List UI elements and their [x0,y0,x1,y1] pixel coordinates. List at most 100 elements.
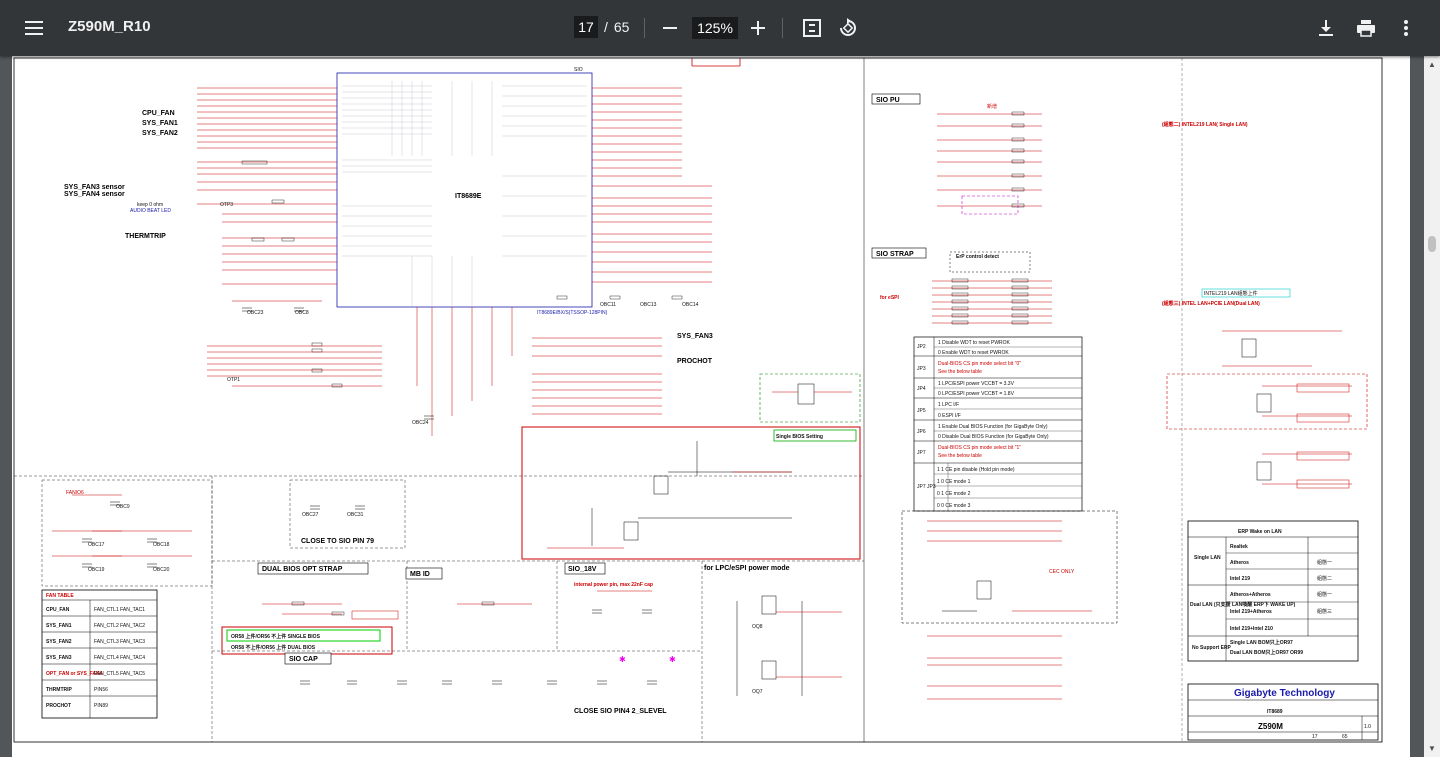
jp-desc: 0 0 CE mode 3 [937,503,971,509]
jp-label: JP2 [917,344,926,350]
erp-detect-label: ErP control detect [956,254,999,260]
fan-table-row-name: OPT_FAN or SYS_FAN4 [46,671,103,677]
pdf-toolbar: Z590M_R10 / 65 [0,0,1440,56]
fan-table-row-name: CPU_FAN [46,607,70,613]
svg-text:OTP1: OTP1 [227,377,240,383]
erp-item: Atheros [1230,560,1249,566]
jp-desc: 1 0 CE mode 1 [937,479,971,485]
fan-table-row-name: THRMTRIP [46,687,72,693]
sheet-total: 65 [1342,734,1348,740]
total-pages: 65 [613,19,630,35]
erp-item: Single LAN BOM只上OR97 [1230,639,1293,646]
svg-text:✱: ✱ [619,655,626,664]
sio-strap-label: SIO STRAP [876,251,914,258]
erp-state: 組態二 [1317,575,1332,582]
print-icon[interactable] [1354,16,1378,40]
fan-table-row-name: SYS_FAN2 [46,639,72,645]
jp-desc: 1 Disable WDT to reset PWROK [938,340,1011,346]
fan-table-row-name: SYS_FAN1 [46,623,72,629]
scroll-down-arrow-icon[interactable]: ▼ [1428,744,1436,753]
erp-item: Intel 219+Atheros [1230,609,1272,615]
jp-desc: Dual-BIOS CS pin mode select bit "0" [938,361,1021,367]
svg-text:OQ8: OQ8 [752,624,763,630]
download-icon[interactable] [1314,16,1338,40]
vertical-scrollbar[interactable]: ▲ ▼ [1424,56,1440,757]
plus-icon[interactable] [746,16,770,40]
mb-id-label: MB ID [410,571,430,578]
jp-desc: 1 1 CE pin disable (Hold pin mode) [937,467,1015,473]
erp-item: Realtek [1230,544,1248,550]
svg-text:OBC19: OBC19 [88,567,105,573]
sys-fan3-label: SYS_FAN3 [677,333,713,340]
fan-table-row-pins: PIN56 [94,687,108,693]
close-sio-pin4: CLOSE SIO PIN4 2_SLEVEL [574,708,667,715]
svg-text:OBC8: OBC8 [295,310,309,316]
hamburger-menu-icon[interactable] [22,16,46,40]
jp-label: JP7 [917,450,926,456]
svg-text:OBC14: OBC14 [682,302,699,308]
page-selector: / 65 [574,16,629,38]
fan-table: FAN TABLE CPU_FAN FAN_CTL1 FAN_TAC1 SYS_… [41,589,158,719]
jp-label: JP5 [917,408,926,414]
fit-to-page-icon[interactable] [800,16,824,40]
intel219-lan-label: INTEL219 LAN組態上件 [1204,290,1258,297]
chip-name: IT8689E [455,193,482,200]
fan-table-row-pins: FAN_CTL1 FAN_TAC1 [94,607,145,613]
audio-beat-label: AUDIO BEAT LED [130,208,171,214]
page-number-input[interactable] [574,16,598,38]
sio-cap-label: SIO CAP [289,656,318,663]
jp-strap-table: JP2 1 Disable WDT to reset PWROK 0 Enabl… [913,336,1083,512]
erp-table-title: ERP Wake on LAN [1238,529,1282,535]
close-to-sio-label: CLOSE TO SIO PIN 79 [301,538,374,545]
scroll-thumb[interactable] [1428,236,1436,252]
sys-fan3-sensor: SYS_FAN3 sensor [64,184,125,191]
svg-text:FANIO6: FANIO6 [66,490,84,496]
sys-fan1-label: SYS_FAN1 [142,120,178,127]
fan-table-row-name: SYS_FAN3 [46,655,72,661]
erp-state: 組態一 [1317,591,1332,598]
erp-group: Dual LAN (只支援 LAN喚醒 ERP下 WAKE UP) [1190,601,1296,608]
more-vert-icon[interactable] [1394,16,1418,40]
scroll-up-arrow-icon[interactable]: ▲ [1428,60,1436,69]
or58-single: OR58 上件/OR56 不上件 SINGLE BIOS [231,633,321,640]
svg-text:OBC23: OBC23 [247,310,264,316]
zoom-level-input[interactable] [692,17,738,39]
erp-item: Intel 219+Intel 210 [1230,626,1273,632]
lpc-espi-power-label: for LPC/eSPI power mode [704,565,790,572]
svg-text:OBC18: OBC18 [153,542,170,548]
fan-table-row-pins: FAN_CTL4 FAN_TAC4 [94,655,145,661]
erp-item: Atheros+Atheros [1230,592,1271,598]
intel-lan-single: (組態二) INTEL219 LAN( Single LAN) [1162,121,1248,128]
jp-desc: 0 Enable WDT to reset PWROK [938,350,1009,356]
minus-icon[interactable] [658,16,682,40]
chip-part: IT8689E/BX/S(TSSOP-128PIN) [537,310,608,316]
dual-bios-label: DUAL BIOS OPT STRAP [262,566,343,573]
jp-desc: 1 LPC/ESPI power VCCBT = 3.3V [938,381,1015,387]
jp-desc: 0 ESPI I/F [938,413,961,419]
svg-text:OBC27: OBC27 [302,512,319,518]
rev: 1.0 [1364,724,1371,730]
jp-desc: 1 Enable Dual BIOS Function (for GigaByt… [938,424,1048,430]
new-add-label: 新增 [987,103,997,110]
svg-text:OBC11: OBC11 [600,302,616,308]
toolbar-divider [644,18,645,38]
erp-group: No Support ERP [1192,645,1232,651]
jp-desc: See the below table [938,369,982,375]
thermtrip-label: THERMTRIP [125,233,166,240]
rotate-icon[interactable] [836,16,860,40]
schematic-drawing: IT8689E SIO IT8689E/BX/S(TSSOP-128PIN) [13,57,1383,743]
for-espi-label: for eSPI [880,295,900,301]
title-block: Gigabyte Technology IT8689 Z590M 1.0 17 … [1187,683,1379,741]
jp-desc: 0 1 CE mode 2 [937,491,971,497]
svg-text:OTP3: OTP3 [220,202,233,208]
sio-18v-label: SIO_18V [568,566,597,573]
sys-fan4-sensor: SYS_FAN4 sensor [64,191,125,198]
fan-table-row-pins: FAN_CTL5 FAN_TAC5 [94,671,145,677]
jp-desc: 0 Disable Dual BIOS Function (for GigaBy… [938,434,1049,440]
svg-text:OQ7: OQ7 [752,689,763,695]
sio-label: SIO [574,67,583,73]
jp-desc: See the below table [938,453,982,459]
pdf-viewer[interactable]: IT8689E SIO IT8689E/BX/S(TSSOP-128PIN) [0,56,1440,757]
svg-text:OBC9: OBC9 [116,504,130,510]
internal-power-note: internal power pin, max 22nF cap [574,582,653,588]
